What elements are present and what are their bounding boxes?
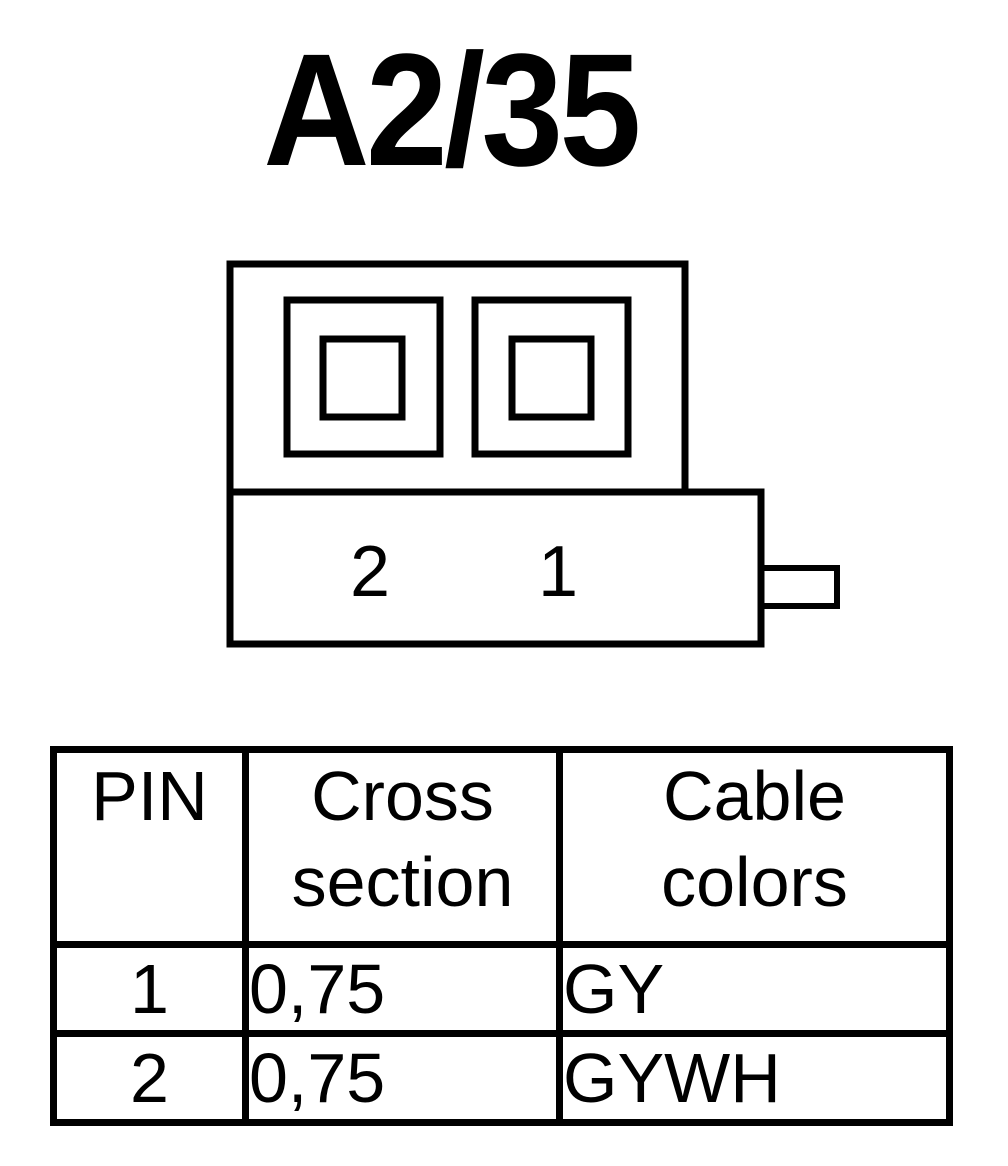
pin-1-cavity-inner: [508, 335, 595, 421]
header-cable-colors: Cable colors: [556, 746, 953, 948]
cell-cable-color: GY: [556, 941, 953, 1037]
pin-label-right: 1: [538, 532, 578, 612]
table-header-row: PIN Cross section Cable colors: [50, 746, 953, 948]
connector-latch-tab: [758, 565, 840, 609]
cell-cross-section: 0,75: [242, 941, 563, 1037]
table-row: 1 0,75 GY: [50, 941, 953, 1037]
pin-assignment-table: PIN Cross section Cable colors 1 0,75 GY…: [50, 746, 953, 1126]
cell-cross-section: 0,75: [242, 1030, 563, 1126]
cell-pin: 2: [50, 1030, 249, 1126]
pin-label-left: 2: [350, 532, 390, 612]
pin-2-cavity-inner: [319, 335, 406, 421]
connector-diagram: 2 1: [226, 260, 840, 648]
connector-title: A2/35: [262, 20, 641, 199]
header-cross-section: Cross section: [242, 746, 563, 948]
connector-lower-housing: [226, 488, 765, 648]
pin-2-cavity-outer: [283, 296, 444, 458]
cell-cable-color: GYWH: [556, 1030, 953, 1126]
table-row: 2 0,75 GYWH: [50, 1030, 953, 1126]
cell-pin: 1: [50, 941, 249, 1037]
pin-1-cavity-outer: [471, 296, 632, 458]
header-pin: PIN: [50, 746, 249, 948]
